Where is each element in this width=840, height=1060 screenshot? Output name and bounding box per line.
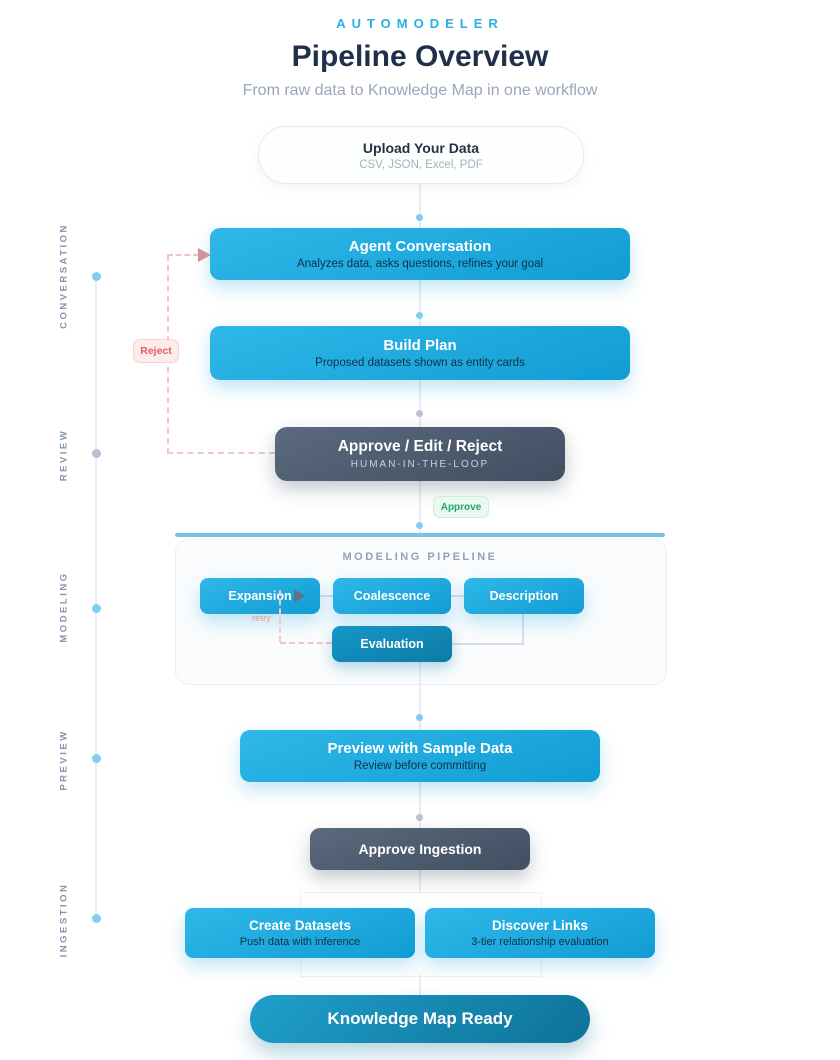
node-description: Description: [464, 578, 584, 614]
retry-label: retry: [252, 613, 271, 624]
connector-modeling-preview: [419, 662, 421, 730]
rail-dot-preview: [92, 754, 101, 763]
description-label: Description: [489, 589, 559, 603]
build-subtitle: Proposed datasets shown as entity cards: [315, 357, 525, 369]
node-knowledge-map-ready: Knowledge Map Ready: [250, 995, 590, 1043]
rail-label-conversation: CONVERSATION: [58, 223, 70, 329]
connector-dot-2: [416, 312, 423, 319]
rail-dot-conversation: [92, 272, 101, 281]
conn-description-evaluation: [452, 643, 524, 645]
connector-agent-build: [419, 280, 421, 326]
rail-label-review: REVIEW: [58, 428, 70, 482]
approve-badge: Approve: [433, 496, 489, 518]
rail-dot-modeling: [92, 604, 101, 613]
conn-expansion-coalescence: [320, 595, 333, 597]
rail-label-modeling: MODELING: [58, 571, 70, 643]
rail-label-ingestion: INGESTION: [58, 882, 70, 958]
reject-badge: Reject: [133, 339, 179, 363]
coalescence-label: Coalescence: [353, 589, 431, 603]
page-subtitle: From raw data to Knowledge Map in one wo…: [242, 82, 598, 99]
node-build-plan: Build Plan Proposed datasets shown as en…: [210, 326, 630, 380]
retry-path-horizontal: [280, 642, 332, 644]
node-evaluation: Evaluation: [332, 626, 452, 662]
connector-dot-5: [416, 714, 423, 721]
brand-wordmark: AUTOMODELER: [336, 16, 504, 31]
reject-path-top: [167, 254, 199, 256]
node-preview: Preview with Sample Data Review before c…: [240, 730, 600, 782]
preview-title: Preview with Sample Data: [327, 740, 513, 757]
connector-bracket-final: [419, 975, 421, 995]
connector-dot-6: [416, 814, 423, 821]
modeling-title: MODELING PIPELINE: [342, 551, 498, 563]
conn-description-down: [522, 614, 524, 645]
connector-dot-1: [416, 214, 423, 221]
create-datasets-title: Create Datasets: [248, 918, 352, 933]
node-discover-links: Discover Links 3-tier relationship evalu…: [425, 908, 655, 958]
retry-arrow-icon: [294, 589, 305, 603]
connector-ingestgate-bracket: [419, 870, 421, 893]
build-title: Build Plan: [383, 337, 457, 354]
reject-arrow-icon: [198, 248, 211, 262]
node-create-datasets: Create Datasets Push data with inference: [185, 908, 415, 958]
gate-title: Approve / Edit / Reject: [337, 438, 503, 455]
create-datasets-subtitle: Push data with inference: [239, 936, 361, 948]
node-coalescence: Coalescence: [333, 578, 451, 614]
discover-links-title: Discover Links: [491, 918, 589, 933]
reject-path-bottom: [167, 452, 275, 454]
node-upload-data: Upload Your Data CSV, JSON, Excel, PDF: [258, 126, 584, 184]
approve-ingestion-title: Approve Ingestion: [358, 841, 482, 857]
modeling-top-accent: [175, 533, 665, 537]
rail-label-preview: PREVIEW: [58, 729, 70, 791]
discover-links-subtitle: 3-tier relationship evaluation: [471, 936, 609, 948]
connector-gate-modeling: [419, 481, 421, 533]
agent-title: Agent Conversation: [348, 238, 492, 255]
connector-dot-3: [416, 410, 423, 417]
expansion-label: Expansion: [228, 589, 292, 603]
connector-preview-ingestgate: [419, 782, 421, 828]
rail-line: [95, 277, 97, 918]
evaluation-label: Evaluation: [360, 637, 424, 651]
conn-coalescence-description: [451, 595, 464, 597]
final-title: Knowledge Map Ready: [327, 1009, 513, 1028]
node-approve-gate: Approve / Edit / Reject HUMAN-IN-THE-LOO…: [275, 427, 565, 481]
gate-subtitle: HUMAN-IN-THE-LOOP: [350, 459, 490, 470]
page-title: Pipeline Overview: [291, 40, 549, 73]
upload-subtitle: CSV, JSON, Excel, PDF: [359, 158, 483, 171]
upload-title: Upload Your Data: [362, 139, 480, 156]
node-agent-conversation: Agent Conversation Analyzes data, asks q…: [210, 228, 630, 280]
retry-path-vertical: [279, 590, 281, 642]
agent-subtitle: Analyzes data, asks questions, refines y…: [296, 258, 544, 270]
connector-build-gate: [419, 380, 421, 427]
connector-upload-agent: [419, 182, 421, 228]
preview-subtitle: Review before committing: [353, 760, 487, 772]
rail-dot-review: [92, 449, 101, 458]
connector-dot-4: [416, 522, 423, 529]
node-approve-ingestion: Approve Ingestion: [310, 828, 530, 870]
rail-dot-ingestion: [92, 914, 101, 923]
